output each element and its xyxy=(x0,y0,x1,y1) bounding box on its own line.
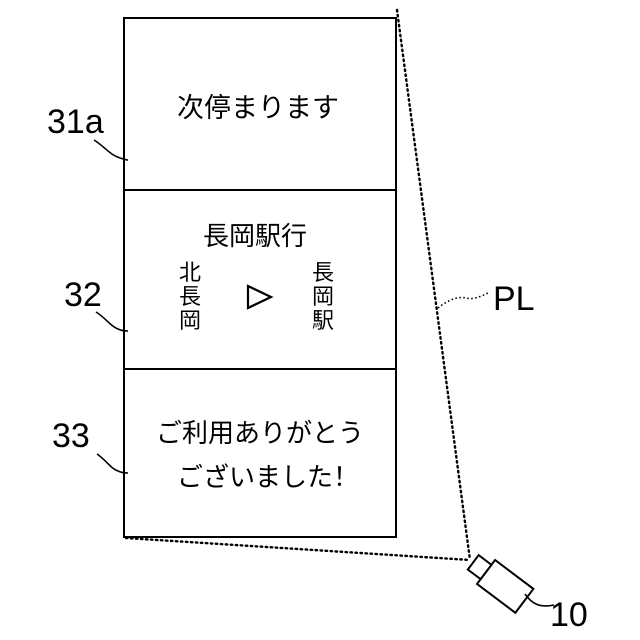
projection-label: PL xyxy=(493,280,535,318)
ref-label-31a: 31a xyxy=(47,103,104,141)
reference-31a: 31a xyxy=(47,103,128,160)
origin-char-1: 北 xyxy=(179,261,201,286)
dest-char-3: 駅 xyxy=(312,309,334,334)
section-thanks: ご利用ありがとう ございました！ xyxy=(156,419,364,493)
reference-10: 10 xyxy=(525,594,588,634)
projector-icon xyxy=(464,550,533,612)
projection-line-top xyxy=(397,10,470,560)
destination-station-vertical: 長 岡 駅 xyxy=(312,261,334,334)
ref-label-32: 32 xyxy=(64,276,102,314)
projection-label-group: PL xyxy=(438,280,535,318)
next-stop-text: 次停まります xyxy=(177,93,339,124)
thanks-line-1: ご利用ありがとう xyxy=(156,419,364,449)
ref-label-33: 33 xyxy=(52,417,90,455)
dest-char-2: 岡 xyxy=(312,285,334,310)
reference-32: 32 xyxy=(64,276,128,331)
section-next-stop: 次停まります xyxy=(177,93,339,124)
section-route: 長岡駅行 北 長 岡 長 岡 駅 xyxy=(179,222,334,334)
thanks-line-2: ございました！ xyxy=(177,463,359,493)
triangle-right-icon xyxy=(248,286,271,308)
projection-leader-line xyxy=(438,292,490,308)
projection-line-bottom xyxy=(126,538,470,560)
origin-station-vertical: 北 長 岡 xyxy=(179,261,201,334)
leader-line-31a xyxy=(94,140,128,160)
dest-char-1: 長 xyxy=(312,261,334,286)
origin-char-3: 岡 xyxy=(179,309,201,334)
reference-33: 33 xyxy=(52,417,128,473)
origin-char-2: 長 xyxy=(179,285,201,310)
destination-text: 長岡駅行 xyxy=(203,222,307,252)
ref-label-10: 10 xyxy=(550,596,588,634)
